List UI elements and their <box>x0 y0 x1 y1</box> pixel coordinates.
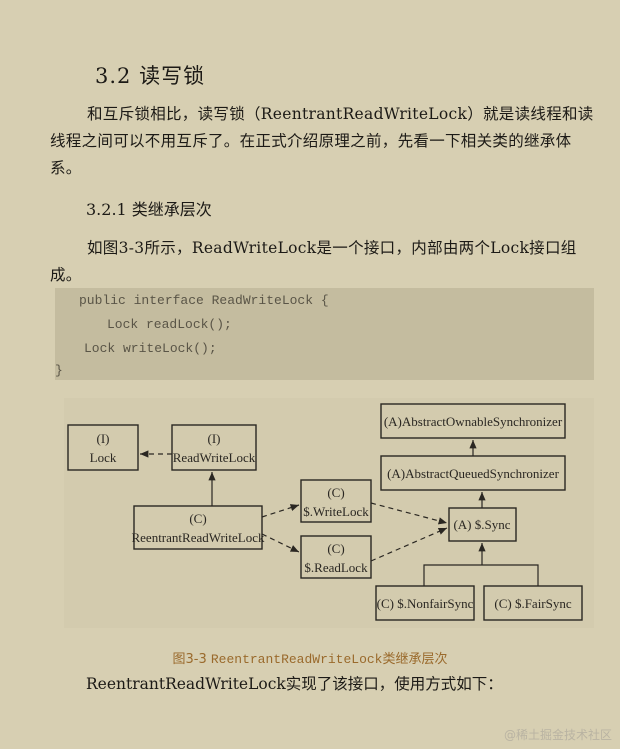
edge-readlock-sync <box>370 527 448 562</box>
watermark: @稀土掘金技术社区 <box>503 728 612 742</box>
node-reentrant-kind: (C) <box>189 511 206 526</box>
edge-reentrant-writelock <box>261 504 300 518</box>
node-lock-box <box>67 424 139 471</box>
node-aos-box <box>380 403 566 439</box>
subsection-title: 3.2.1 类继承层次 <box>86 200 212 219</box>
node-aqs-label: (A)AbstractQueuedSynchronizer <box>387 466 559 481</box>
caption-suffix: 类继承层次 <box>382 652 448 667</box>
code-line: Lock writeLock(); <box>84 341 217 356</box>
section-title: 3.2 读写锁 <box>95 64 206 88</box>
closing-paragraph: ReentrantReadWriteLock实现了该接口，使用方式如下： <box>86 675 503 693</box>
node-sync-label: (A) $.Sync <box>453 517 510 532</box>
node-fair-label: (C) $.FairSync <box>494 596 572 611</box>
node-nonfair-label: (C) $.NonfairSync <box>377 596 474 611</box>
node-readwritelock-name: ReadWriteLock <box>173 450 256 465</box>
node-writelock-kind: (C) <box>327 485 344 500</box>
edge-subclasses-sync <box>423 564 539 586</box>
code-block: public interface ReadWriteLock { Lock re… <box>55 288 594 380</box>
node-aos-label: (A)AbstractOwnableSynchronizer <box>384 414 563 429</box>
node-reentrant-name: ReentrantReadWriteLock <box>131 530 265 545</box>
caption-prefix: 图3-3 <box>172 652 211 667</box>
node-writelock-name: $.WriteLock <box>303 504 369 519</box>
node-readwritelock-box <box>171 424 257 471</box>
edge-writelock-sync <box>370 502 448 525</box>
node-writelock-box <box>300 479 372 523</box>
code-line: } <box>55 363 63 378</box>
node-nonfair-box <box>375 585 475 621</box>
node-readwritelock-kind: (I) <box>208 431 221 446</box>
node-readlock-box <box>300 535 372 579</box>
edge-reentrant-readlock <box>261 533 300 553</box>
figure-caption: 图3-3 ReentrantReadWriteLock类继承层次 <box>0 648 620 667</box>
class-diagram: (I) Lock (I) ReadWriteLock (C) Reentrant… <box>64 398 594 628</box>
node-readlock-name: $.ReadLock <box>304 560 368 575</box>
node-lock-kind: (I) <box>97 431 110 446</box>
code-line: Lock readLock(); <box>107 317 232 332</box>
node-lock-name: Lock <box>90 450 117 465</box>
subsection-paragraph: 如图3-3所示，ReadWriteLock是一个接口，内部由两个Lock接口组成… <box>50 239 577 284</box>
node-fair-box <box>483 585 583 621</box>
node-reentrant-box <box>133 505 263 550</box>
node-readlock-kind: (C) <box>327 541 344 556</box>
intro-paragraph: 和互斥锁相比，读写锁（ReentrantReadWriteLock）就是读线程和… <box>50 105 594 177</box>
code-line: public interface ReadWriteLock { <box>79 293 329 308</box>
caption-name: ReentrantReadWriteLock <box>210 652 383 667</box>
